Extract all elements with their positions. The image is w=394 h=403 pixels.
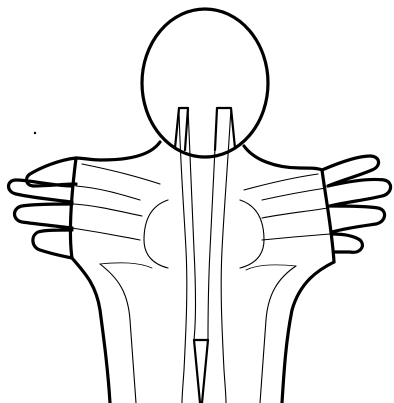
right-hand-finger-3 — [330, 206, 385, 232]
left-lower-join — [100, 263, 152, 268]
torso-outline — [72, 142, 334, 403]
right-hand-guide-3 — [262, 234, 330, 240]
right-neck-strip — [215, 108, 235, 150]
left-hand-finger-4 — [33, 230, 72, 258]
left-hand — [9, 158, 161, 258]
right-chest-curve — [240, 200, 264, 268]
central-strip-left-inner — [188, 108, 196, 340]
right-hand-finger-4 — [332, 234, 362, 252]
left-hand-guide-top — [82, 164, 160, 184]
left-hand-finger-3 — [15, 204, 73, 228]
right-hand-guide-2 — [262, 208, 328, 218]
neck-strips — [175, 108, 235, 150]
right-hand-finger-2 — [328, 179, 391, 206]
left-neck-strip — [175, 108, 188, 150]
left-body-edge — [72, 258, 110, 403]
left-chest-curve — [144, 200, 168, 268]
right-lower-join — [246, 265, 296, 270]
central-strip-bottom-left — [194, 340, 200, 403]
head-outline — [142, 9, 268, 157]
central-strip-right-inner — [208, 108, 217, 340]
left-hand-guide-2 — [74, 204, 142, 216]
right-shoulder-line — [244, 146, 322, 170]
left-hand-guide-1 — [76, 186, 140, 200]
left-hand-wrist — [70, 158, 76, 258]
right-hand — [244, 156, 391, 262]
central-strip-bottom-right — [202, 340, 208, 403]
right-body-edge — [282, 262, 334, 403]
right-hand-guide-1 — [262, 188, 326, 200]
left-shoulder-line — [76, 142, 160, 160]
right-inner-body-line — [260, 266, 296, 403]
right-hand-guide-top — [244, 174, 318, 190]
central-strips — [179, 108, 231, 403]
stray-dot — [34, 132, 36, 134]
left-hand-guide-3 — [72, 228, 140, 240]
left-inner-body-line — [100, 264, 136, 403]
